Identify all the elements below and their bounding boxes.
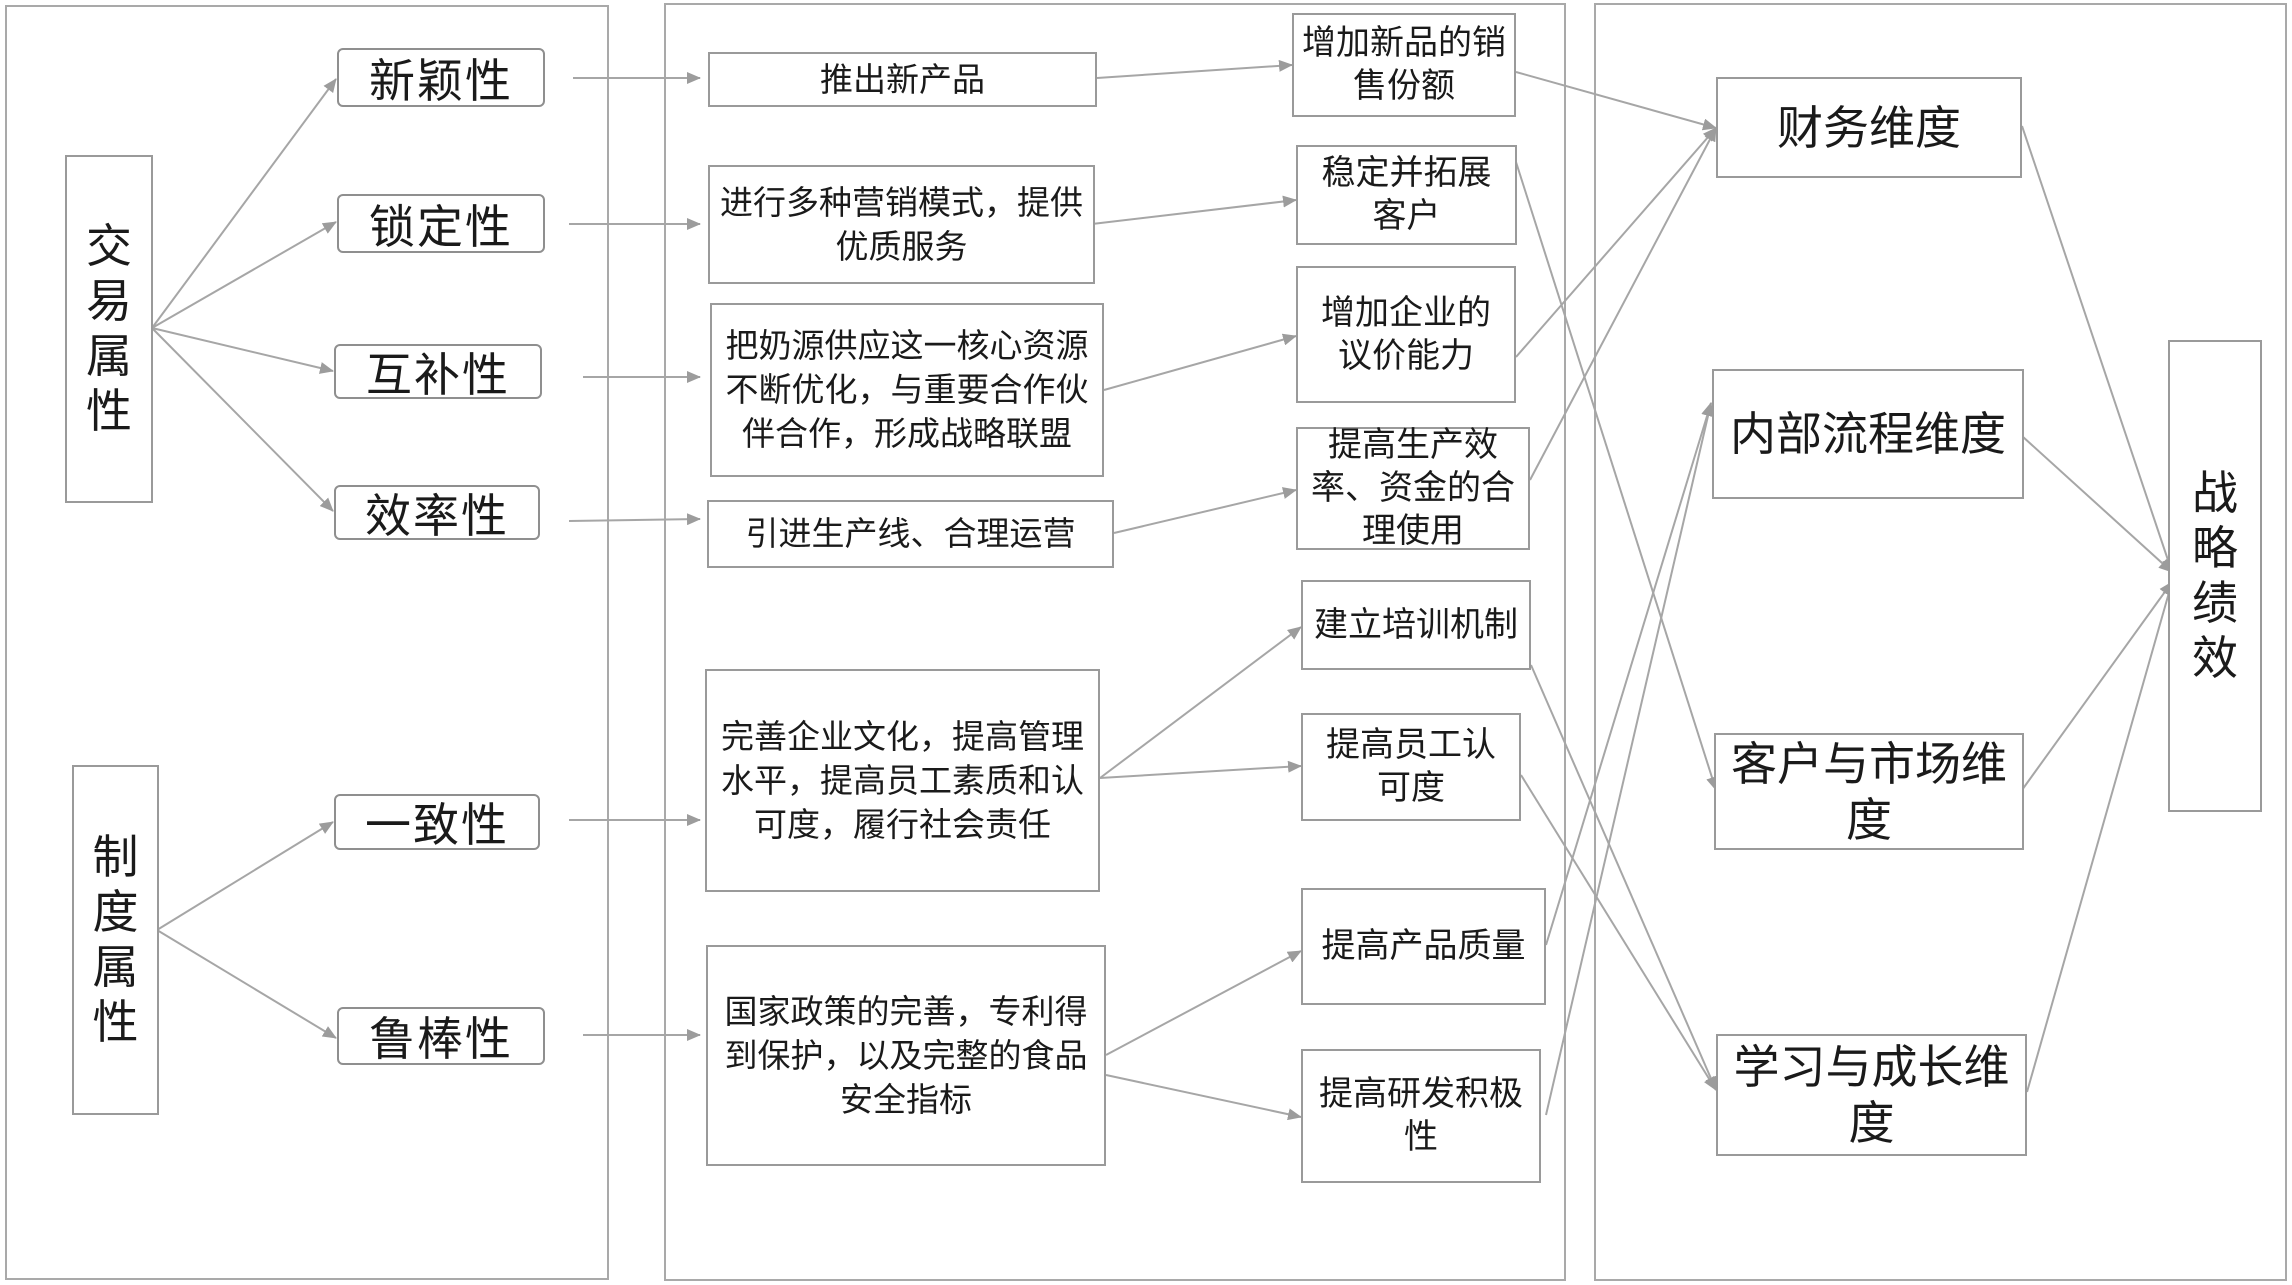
group-transaction-attributes: 交易属性 — [65, 155, 153, 503]
attribute-novelty-label: 新颖性 — [369, 53, 513, 108]
measure-policy: 国家政策的完善，专利得到保护，以及完整的食品安全指标 — [706, 945, 1106, 1166]
result-rd-text: 提高研发积极性 — [1319, 1074, 1523, 1157]
group-transaction-label: 交易属性 — [86, 219, 132, 438]
result-customers-text: 稳定并拓展客户 — [1321, 153, 1492, 236]
attribute-consistency-label: 一致性 — [365, 798, 509, 852]
measure-marketing-text: 进行多种营销模式，提供优质服务 — [720, 182, 1083, 266]
measure-culture-text: 完善企业文化，提高管理水平，提高员工素质和认可度，履行社会责任 — [721, 716, 1084, 844]
dimension-customer-market: 客户与市场维度 — [1714, 733, 2024, 850]
result-quality-text: 提高产品质量 — [1321, 926, 1526, 966]
attribute-lockin-label: 锁定性 — [369, 199, 513, 254]
dimension-financial-label: 财务维度 — [1777, 100, 1961, 155]
attribute-lockin: 锁定性 — [337, 194, 545, 254]
result-recognition-text: 提高员工认可度 — [1326, 725, 1496, 808]
result-bargaining: 增加企业的议价能力 — [1296, 266, 1516, 403]
group-institution-attributes: 制度属性 — [72, 765, 159, 1115]
result-quality: 提高产品质量 — [1301, 888, 1546, 1005]
group-institution-label: 制度属性 — [92, 830, 139, 1049]
attribute-robustness: 鲁棒性 — [337, 1007, 545, 1066]
dimension-internal-process: 内部流程维度 — [1712, 369, 2024, 499]
outcome-strategic-performance: 战略绩效 — [2168, 340, 2262, 812]
result-rd: 提高研发积极性 — [1301, 1049, 1541, 1183]
outcome-strategic-performance-label: 战略绩效 — [2192, 466, 2238, 685]
attribute-efficiency-label: 效率性 — [365, 488, 509, 543]
dimension-customer-market-label: 客户与市场维度 — [1731, 736, 2007, 847]
attribute-efficiency: 效率性 — [334, 485, 540, 543]
measure-policy-text: 国家政策的完善，专利得到保护，以及完整的食品安全指标 — [724, 991, 1088, 1119]
result-training: 建立培训机制 — [1301, 580, 1531, 670]
measure-milk-source: 把奶源供应这一核心资源不断优化，与重要合作伙伴合作，形成战略联盟 — [710, 303, 1104, 477]
result-productivity: 提高生产效率、资金的合理使用 — [1296, 425, 1530, 551]
attribute-novelty: 新颖性 — [337, 48, 545, 108]
result-new-sales: 增加新品的销售份额 — [1292, 13, 1516, 117]
result-training-text: 建立培训机制 — [1314, 604, 1518, 645]
attribute-robustness-label: 鲁棒性 — [369, 1012, 513, 1066]
measure-new-product-text: 推出新产品 — [820, 59, 985, 99]
measure-production-line: 引进生产线、合理运营 — [707, 500, 1114, 568]
attribute-complementarity-label: 互补性 — [366, 347, 510, 402]
result-customers: 稳定并拓展客户 — [1296, 145, 1517, 245]
measure-new-product: 推出新产品 — [708, 52, 1097, 107]
measure-marketing: 进行多种营销模式，提供优质服务 — [708, 165, 1095, 284]
result-bargaining-text: 增加企业的议价能力 — [1321, 292, 1491, 376]
result-productivity-text: 提高生产效率、资金的合理使用 — [1311, 425, 1515, 551]
dimension-learning-growth: 学习与成长维度 — [1716, 1034, 2027, 1156]
attribute-consistency: 一致性 — [334, 794, 540, 852]
measure-production-line-text: 引进生产线、合理运营 — [745, 514, 1076, 553]
measure-culture: 完善企业文化，提高管理水平，提高员工素质和认可度，履行社会责任 — [705, 669, 1100, 892]
attribute-complementarity: 互补性 — [334, 344, 542, 402]
measure-milk-source-text: 把奶源供应这一核心资源不断优化，与重要合作伙伴合作，形成战略联盟 — [725, 326, 1089, 453]
dimension-financial: 财务维度 — [1716, 77, 2022, 178]
dimension-learning-growth-label: 学习与成长维度 — [1733, 1040, 2010, 1150]
dimension-internal-process-label: 内部流程维度 — [1730, 407, 2006, 461]
result-new-sales-text: 增加新品的销售份额 — [1302, 23, 1506, 106]
result-recognition: 提高员工认可度 — [1301, 713, 1521, 821]
